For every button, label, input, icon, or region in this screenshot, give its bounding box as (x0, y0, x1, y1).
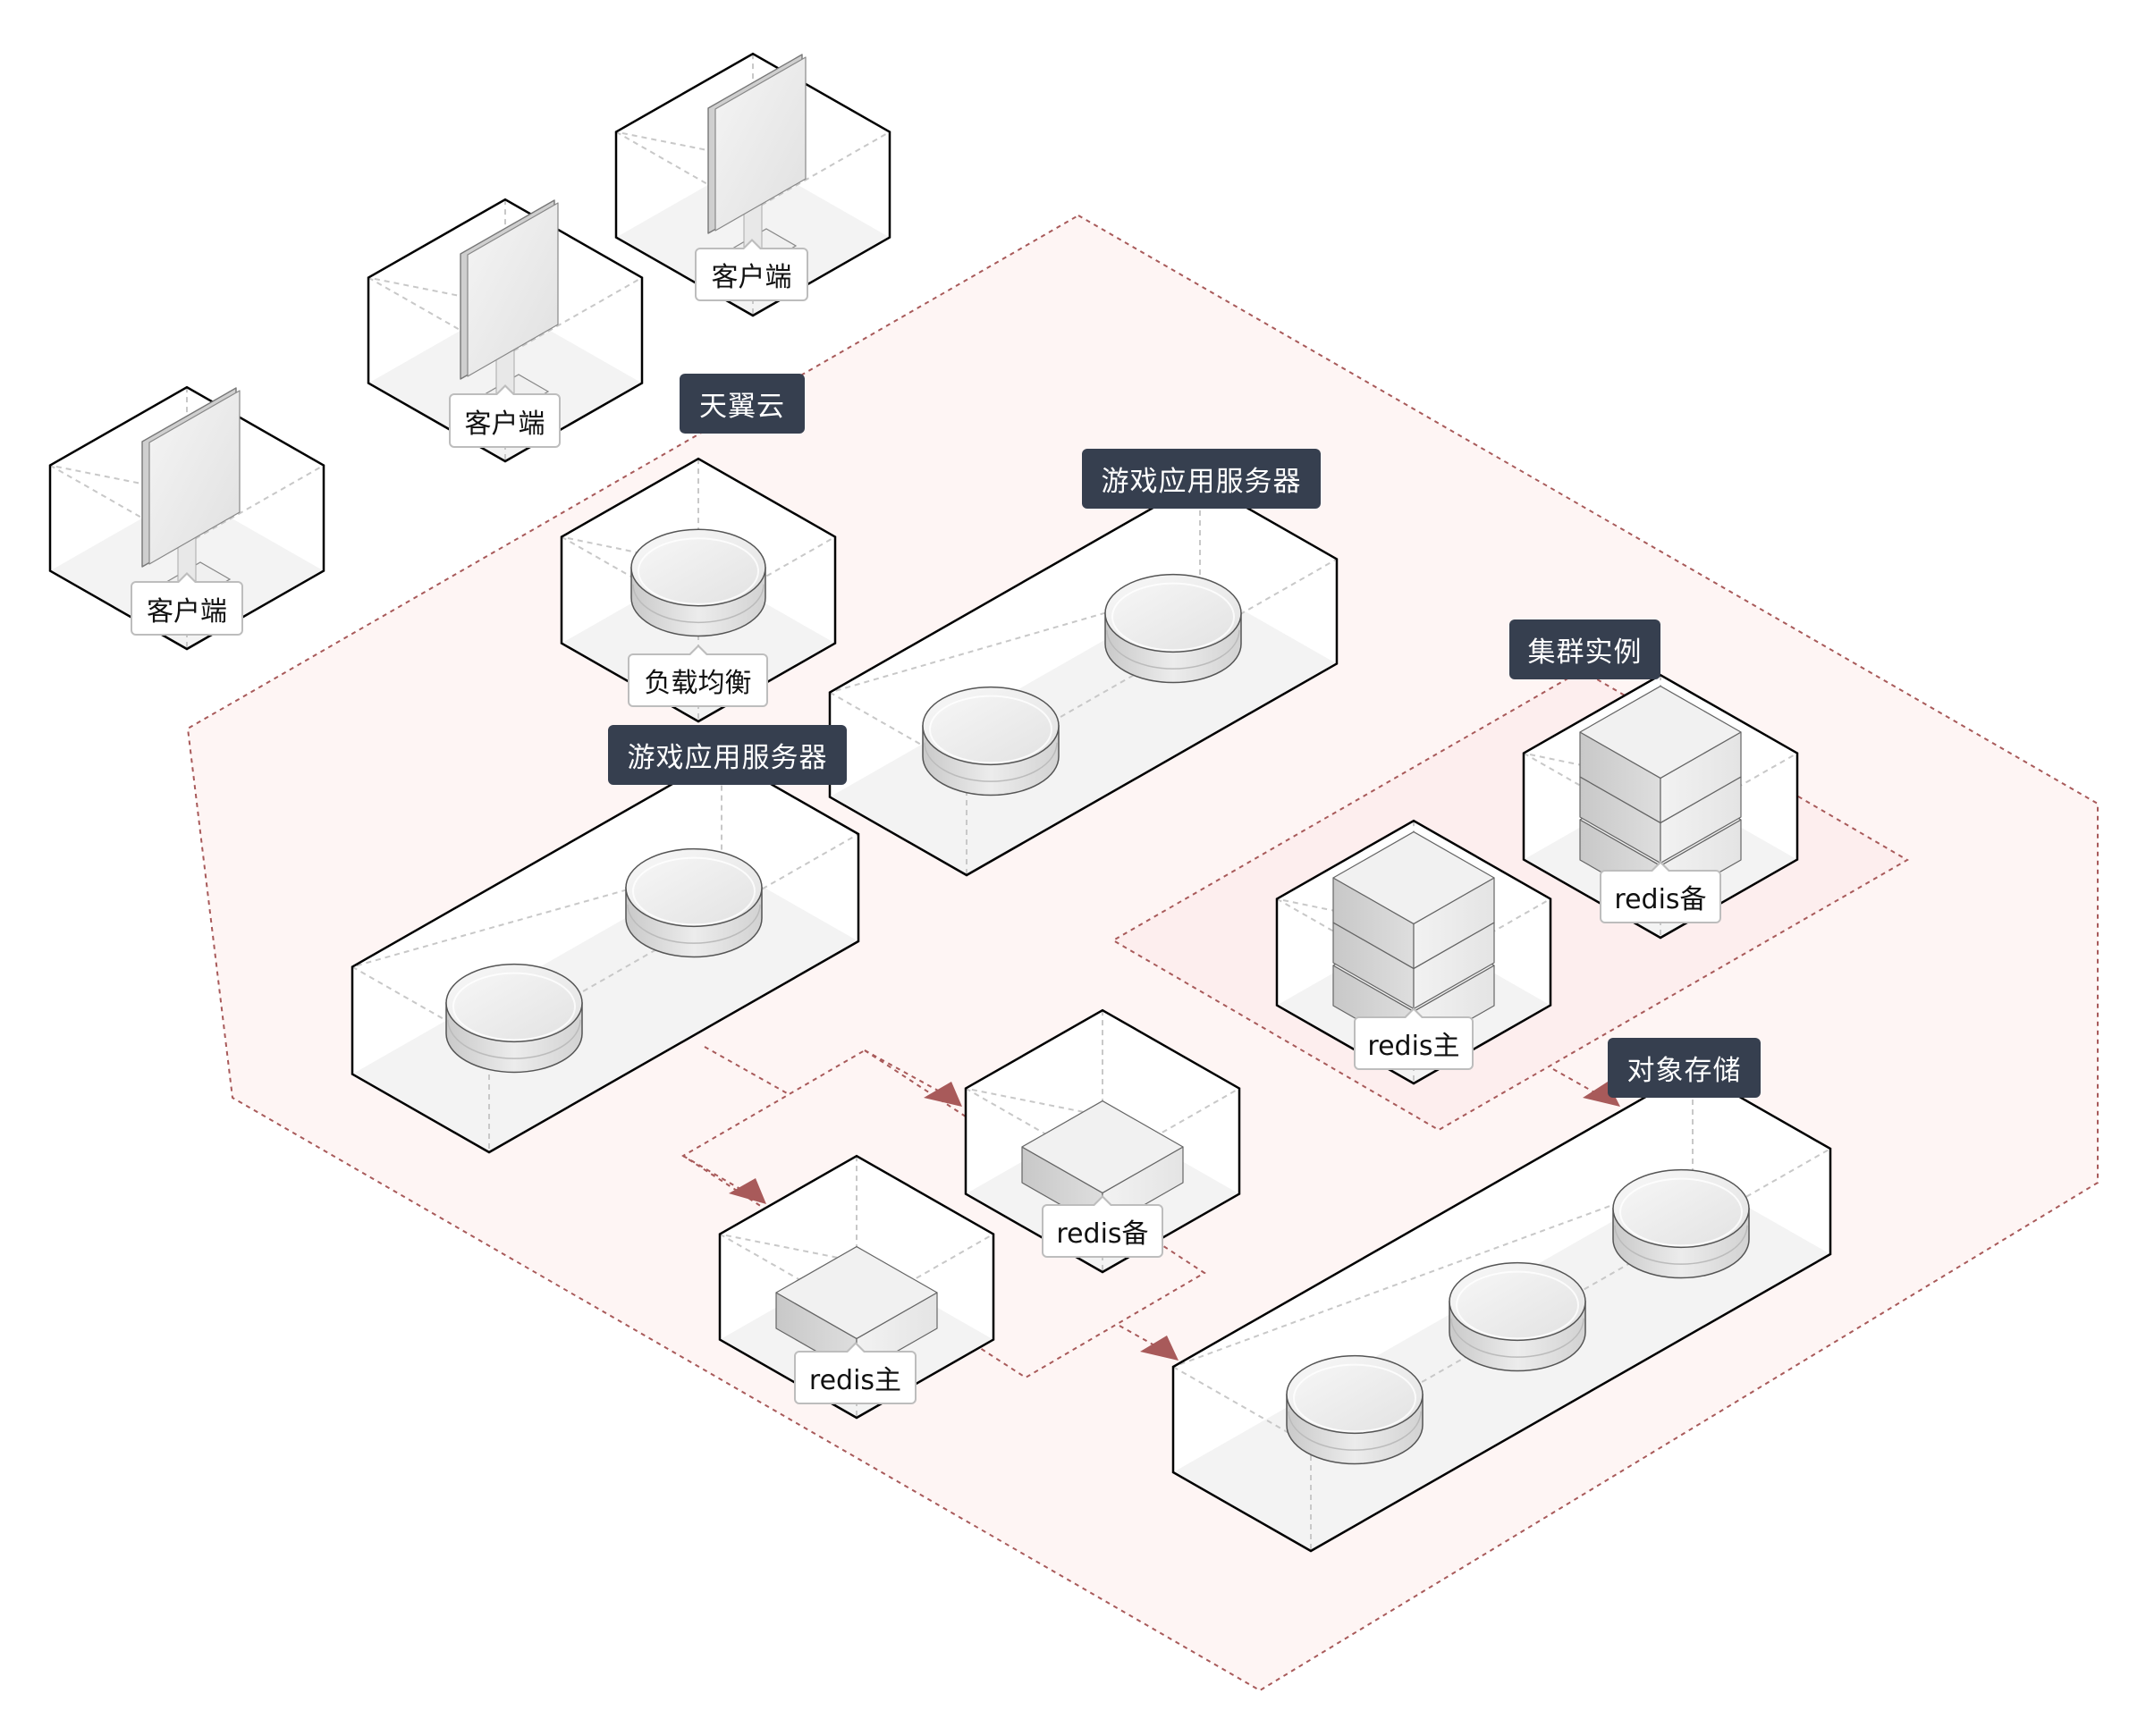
disc-top (1612, 1168, 1750, 1249)
block-top (1021, 1100, 1184, 1194)
disc-rim (627, 904, 761, 944)
arrowhead-icon (924, 1082, 962, 1107)
node-label-client-2: 客户端 (449, 384, 561, 448)
server-disc-icon (922, 686, 1060, 796)
server-disc-icon (625, 847, 763, 958)
disc-rim (1450, 1318, 1584, 1358)
block-top (1332, 830, 1495, 925)
disc-highlight (638, 537, 759, 605)
monitor-icon (460, 199, 559, 421)
disc-rim (1614, 1225, 1748, 1265)
node-box-redis-backup-cluster (1522, 673, 1799, 940)
disc-highlight (1111, 582, 1235, 652)
monitor-screen (467, 202, 559, 377)
stack-layer (1332, 830, 1495, 970)
box-guide (752, 131, 891, 211)
disc-top (1449, 1261, 1586, 1342)
box-guide (504, 276, 643, 357)
arrowhead-icon (1140, 1336, 1179, 1361)
disc-top (1286, 1354, 1424, 1435)
group-label-object-storage: 对象存储 (1608, 1038, 1761, 1098)
monitor-screen (148, 390, 241, 565)
disc-highlight (929, 695, 1052, 764)
group-box-object-storage (1171, 1068, 1832, 1553)
block-top (775, 1245, 938, 1340)
group-box-game-server-b (351, 754, 860, 1154)
node-label-redis-master-cluster: redis主 (1354, 1007, 1474, 1070)
disc-highlight (1619, 1177, 1743, 1247)
node-box-redis-master-cluster (1275, 819, 1552, 1085)
disc-top (922, 686, 1060, 766)
box-outline (1275, 819, 1552, 1085)
storage-disc-icon (1449, 1261, 1586, 1372)
box-outline (560, 457, 837, 723)
disc-highlight (1293, 1363, 1416, 1433)
connector-line (864, 1049, 949, 1097)
group-label-game-server-b: 游戏应用服务器 (608, 725, 847, 785)
zone-label-cluster: 集群实例 (1509, 619, 1660, 679)
box-guide (697, 535, 836, 616)
zone-label-cloud: 天翼云 (680, 374, 805, 434)
box-outline (614, 52, 891, 317)
block-top (1579, 685, 1742, 780)
disc-rim (1106, 629, 1240, 670)
storage-disc-icon (1612, 1168, 1750, 1279)
node-box-redis-backup (964, 1008, 1241, 1274)
box-outline (48, 385, 325, 651)
node-label-client-3: 客户端 (695, 239, 808, 301)
node-box-client-2 (367, 198, 644, 463)
disc-rim (924, 742, 1058, 782)
disc-rim (632, 584, 765, 624)
node-label-client-1: 客户端 (131, 572, 243, 636)
box-guide (719, 1233, 858, 1263)
arrowhead-icon (729, 1178, 766, 1204)
box-outline (367, 198, 644, 463)
disc-rim (1288, 1411, 1422, 1451)
node-label-redis-backup: redis备 (1042, 1195, 1163, 1258)
disc-highlight (452, 972, 576, 1041)
redis-stack-icon (1332, 830, 1495, 1053)
group-label-game-server-a: 游戏应用服务器 (1082, 449, 1321, 509)
box-guide (965, 1087, 1103, 1117)
node-label-redis-backup-cluster: redis备 (1600, 861, 1721, 923)
box-outline (1522, 673, 1799, 940)
server-disc-icon (445, 963, 583, 1074)
box-guide (856, 1233, 994, 1313)
disc-top (630, 528, 766, 607)
monitor-screen (714, 56, 807, 232)
stack-layer (1579, 685, 1742, 824)
server-disc-icon (1104, 573, 1242, 684)
box-guide (1172, 1175, 1694, 1368)
disc-top (625, 847, 763, 928)
group-box-game-server-a (828, 479, 1339, 877)
box-outline (718, 1154, 995, 1420)
disc-highlight (632, 856, 756, 926)
boxes-layer (48, 52, 1832, 1553)
redis-stack-icon (1579, 685, 1742, 907)
disc-rim (447, 1019, 581, 1059)
connector-line (682, 1155, 746, 1192)
node-box-redis-master (718, 1154, 995, 1420)
connector-line (704, 1046, 790, 1095)
load-balancer-icon (630, 528, 766, 637)
disc-top (1104, 573, 1242, 653)
box-guide (186, 464, 325, 544)
disc-highlight (1456, 1270, 1579, 1340)
node-label-redis-master: redis主 (794, 1342, 917, 1404)
box-outline (964, 1008, 1241, 1274)
node-label-load-balancer: 负载均衡 (628, 645, 768, 707)
disc-top (445, 963, 583, 1043)
storage-disc-icon (1286, 1354, 1424, 1465)
node-box-client-3 (614, 52, 891, 317)
box-guide (1102, 1087, 1240, 1167)
